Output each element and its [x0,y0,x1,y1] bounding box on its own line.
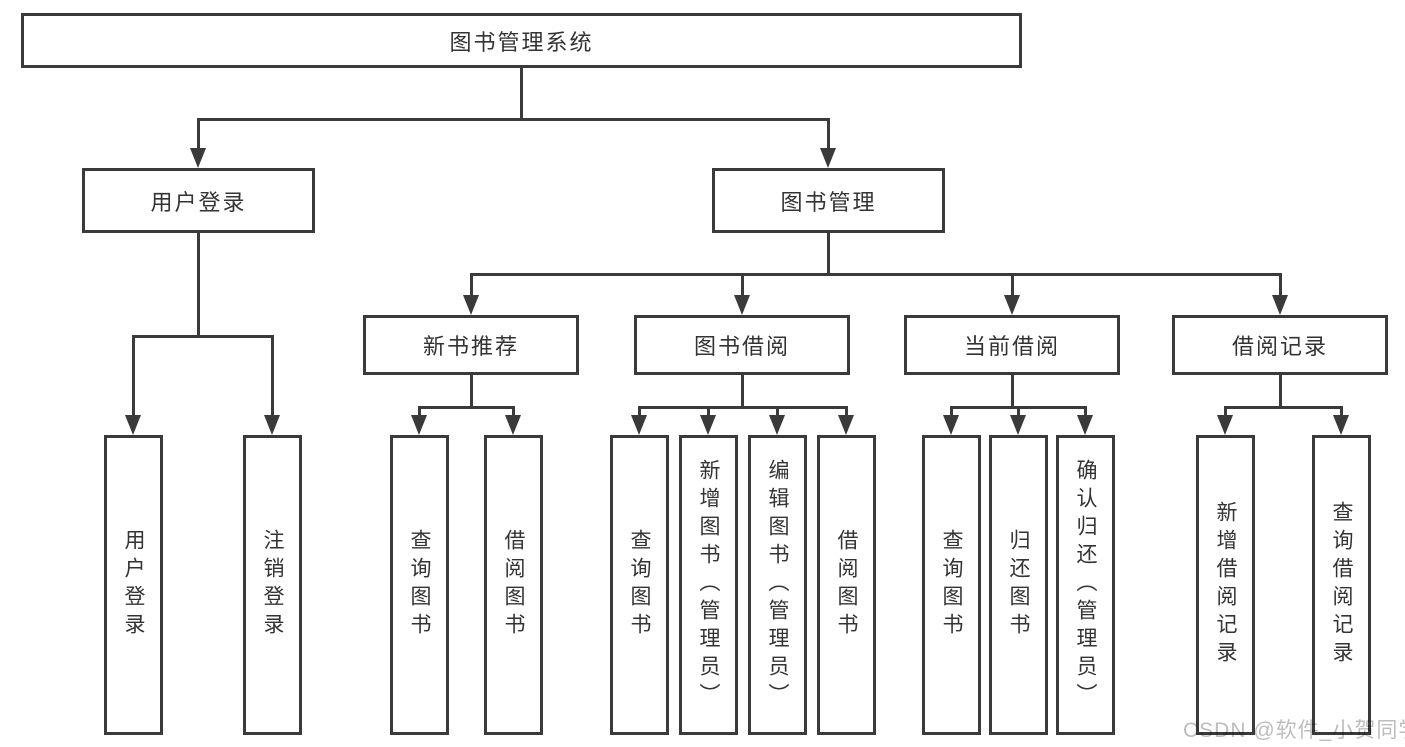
connector-current-leaf3-stub [1084,406,1087,418]
connector-to-book-management-stub [827,118,830,150]
leaf-current-query-books-label: 查询图书 [940,529,963,641]
node-new-book-recommend-label: 新书推荐 [422,334,519,359]
connector-root-stem [520,68,523,118]
leaf-logout: 注销登录 [243,435,302,735]
node-new-book-recommend: 新书推荐 [363,315,579,375]
connector-borrow-leaf3-stub [776,406,779,418]
leaf-records-add-record: 新增借阅记录 [1196,435,1255,735]
connector-recommend-crossbar [418,406,515,409]
arrow-to-book-management [820,148,836,168]
connector-current-leaf1-stub [950,406,953,418]
connector-user-login-crossbar [132,335,274,338]
arrow-recommend-leaf2 [505,415,521,435]
node-root: 图书管理系统 [21,13,1022,68]
leaf-recommend-borrow-books: 借阅图书 [484,435,543,735]
node-root-label: 图书管理系统 [449,29,594,55]
arrow-borrow-leaf3 [769,415,785,435]
leaf-current-return-books-label: 归还图书 [1007,529,1030,641]
leaf-current-confirm-return-admin-label: 确认归还（管理员） [1074,459,1097,711]
connector-borrow-crossbar [638,406,848,409]
leaf-borrow-add-books-admin-label: 新增图书（管理员） [697,459,720,711]
leaf-current-return-books: 归还图书 [989,435,1048,735]
leaf-logout-label: 注销登录 [261,529,284,641]
connector-to-recommend-stub [470,273,473,297]
leaf-records-query-record-label: 查询借阅记录 [1330,501,1353,669]
leaf-current-query-books: 查询图书 [922,435,981,735]
leaf-borrow-query-books: 查询图书 [610,435,669,735]
node-current-borrow: 当前借阅 [904,315,1120,375]
node-book-borrow-label: 图书借阅 [693,334,790,359]
leaf-recommend-query-books-label: 查询图书 [408,529,431,641]
leaf-borrow-add-books-admin: 新增图书（管理员） [679,435,738,735]
leaf-borrow-query-books-label: 查询图书 [628,529,651,641]
leaf-recommend-query-books: 查询图书 [390,435,449,735]
connector-root-crossbar [197,118,830,121]
arrow-current-leaf1 [943,415,959,435]
leaf-borrow-borrow-books-label: 借阅图书 [835,529,858,641]
csdn-watermark: CSDN @软件_小贺同学 [1183,719,1405,742]
arrow-to-leaf-logout [264,415,280,435]
connector-borrow-leaf1-stub [638,406,641,418]
connector-recommend-stem [470,375,473,409]
arrow-to-borrow [734,295,750,315]
connector-records-leaf2-stub [1340,406,1343,418]
arrow-borrow-leaf4 [838,415,854,435]
arrow-to-leaf-user-login [125,415,141,435]
arrow-current-leaf3 [1077,415,1093,435]
connector-to-user-login-stub [197,118,200,150]
arrow-records-leaf1 [1217,415,1233,435]
leaf-borrow-edit-books-admin: 编辑图书（管理员） [748,435,807,735]
node-book-management-label: 图书管理 [780,189,877,215]
arrow-borrow-leaf1 [631,415,647,435]
connector-to-current-stub [1011,273,1014,297]
arrow-records-leaf2 [1333,415,1349,435]
leaf-borrow-borrow-books: 借阅图书 [817,435,876,735]
connector-to-borrow-stub [741,273,744,297]
connector-to-leaf-logout-stub [271,335,274,417]
node-borrow-records-label: 借阅记录 [1231,334,1328,359]
connector-records-stem [1279,375,1282,409]
leaf-records-add-record-label: 新增借阅记录 [1214,501,1237,669]
node-user-login: 用户登录 [82,168,315,233]
node-current-borrow-label: 当前借阅 [963,334,1060,359]
arrow-borrow-leaf2 [700,415,716,435]
connector-to-records-stub [1279,273,1282,297]
connector-records-leaf1-stub [1224,406,1227,418]
arrow-to-current [1004,295,1020,315]
connector-records-crossbar [1224,406,1343,409]
connector-borrow-leaf2-stub [707,406,710,418]
leaf-current-confirm-return-admin: 确认归还（管理员） [1056,435,1115,735]
node-borrow-records: 借阅记录 [1172,315,1388,375]
leaf-recommend-borrow-books-label: 借阅图书 [502,529,525,641]
leaf-user-login: 用户登录 [104,435,163,735]
connector-borrow-leaf4-stub [845,406,848,418]
leaf-user-login-label: 用户登录 [122,529,145,641]
connector-recommend-leaf1-stub [418,406,421,418]
arrow-to-user-login [190,148,206,168]
node-book-management: 图书管理 [712,168,945,233]
arrow-current-leaf2 [1010,415,1026,435]
node-user-login-label: 用户登录 [150,189,247,215]
connector-book-management-stem [827,233,830,275]
arrow-recommend-leaf1 [411,415,427,435]
connector-current-leaf2-stub [1017,406,1020,418]
connector-to-leaf-user-login-stub [132,335,135,417]
connector-user-login-stem [197,233,200,337]
leaf-borrow-edit-books-admin-label: 编辑图书（管理员） [766,459,789,711]
arrow-to-records [1272,295,1288,315]
connector-book-management-crossbar [470,273,1282,276]
connector-current-stem [1011,375,1014,409]
node-book-borrow: 图书借阅 [634,315,850,375]
connector-borrow-stem [741,375,744,409]
connector-recommend-leaf2-stub [512,406,515,418]
arrow-to-recommend [463,295,479,315]
leaf-records-query-record: 查询借阅记录 [1312,435,1371,735]
